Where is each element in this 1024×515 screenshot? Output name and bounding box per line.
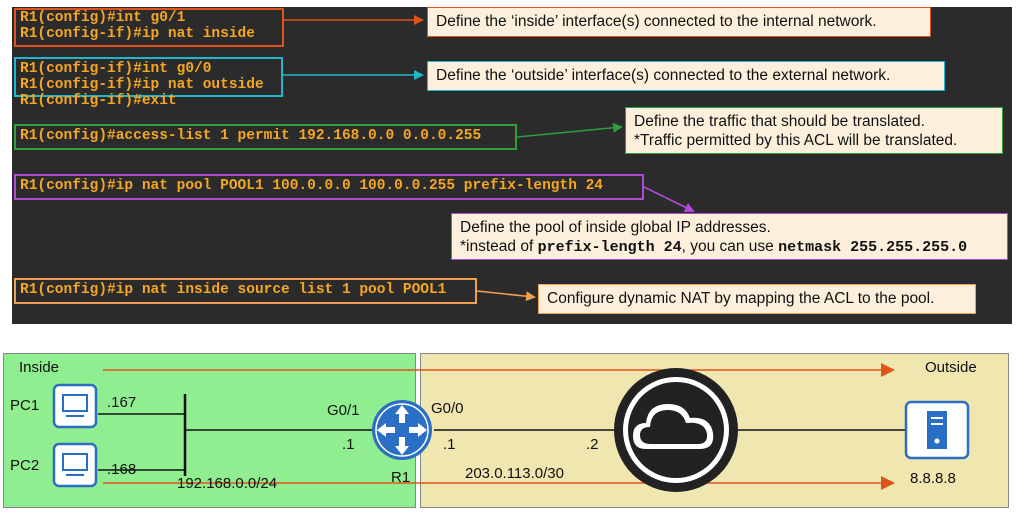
note-acl-line1: Define the traffic that should be transl… (634, 113, 925, 130)
cmd-int-g01: R1(config)#int g0/1 (20, 10, 186, 26)
note-pool-code-prefix: prefix-length 24 (537, 239, 682, 256)
server-ip: 8.8.8.8 (910, 470, 956, 487)
pc2-label: PC2 (10, 457, 40, 474)
pc-icon (52, 383, 98, 429)
arrow-map (476, 290, 536, 302)
note-pool-line2: *instead of prefix-length 24, you can us… (460, 237, 999, 257)
note-acl: Define the traffic that should be transl… (625, 107, 1003, 154)
cmd-ip-nat-inside: R1(config-if)#ip nat inside (20, 26, 255, 42)
outside-label: Outside (925, 359, 977, 376)
note-pool-code-netmask: netmask 255.255.255.0 (778, 239, 968, 256)
cloud-icon (614, 368, 738, 492)
cmd-int-g00: R1(config-if)#int g0/0 (20, 61, 212, 77)
cmd-exit: R1(config-if)#exit (20, 93, 177, 109)
pc2-ip: .168 (107, 461, 137, 478)
pool-cmd-box (14, 174, 644, 200)
inside-label: Inside (19, 359, 60, 376)
acl-cmd-box (14, 124, 517, 150)
wan-subnet: 203.0.113.0/30 (465, 465, 564, 482)
note-pool-mid: , you can use (681, 238, 779, 255)
pc1-ip: .167 (107, 394, 137, 411)
cmd-access-list: R1(config)#access-list 1 permit 192.168.… (20, 128, 482, 144)
arrow-acl (516, 122, 623, 138)
lan-subnet: 192.168.0.0/24 (177, 475, 278, 492)
cmd-ip-nat-outside: R1(config-if)#ip nat outside (20, 77, 264, 93)
cmd-nat-pool: R1(config)#ip nat pool POOL1 100.0.0.0 1… (20, 178, 603, 194)
isp-ip: .2 (586, 436, 599, 453)
map-cmd-box (14, 278, 477, 304)
pc1-label: PC1 (10, 397, 40, 414)
cmd-nat-inside-source: R1(config)#ip nat inside source list 1 p… (20, 282, 447, 298)
r1-outside-ip: .1 (443, 436, 456, 453)
note-pool-pre: *instead of (460, 238, 538, 255)
arrow-pool (643, 186, 695, 212)
router-icon (372, 400, 432, 460)
g01-label: G0/1 (327, 402, 360, 419)
note-inside-text: Define the ‘inside’ interface(s) connect… (436, 13, 877, 30)
server-icon (904, 400, 970, 460)
note-outside-text: Define the ‘outside’ interface(s) connec… (436, 67, 891, 84)
pc-icon (52, 442, 98, 488)
inside-cmd-box (14, 8, 284, 47)
note-map-text: Configure dynamic NAT by mapping the ACL… (547, 290, 935, 307)
note-pool: Define the pool of inside global IP addr… (451, 213, 1008, 260)
router-label: R1 (391, 469, 411, 486)
note-map: Configure dynamic NAT by mapping the ACL… (538, 284, 976, 314)
g00-label: G0/0 (431, 400, 464, 417)
note-pool-line1: Define the pool of inside global IP addr… (460, 219, 771, 236)
note-outside: Define the ‘outside’ interface(s) connec… (427, 61, 945, 91)
note-acl-line2: *Traffic permitted by this ACL will be t… (634, 132, 958, 149)
note-inside: Define the ‘inside’ interface(s) connect… (427, 7, 931, 37)
cli-terminal (12, 7, 1012, 324)
outside-cmd-box (14, 57, 283, 97)
r1-inside-ip: .1 (342, 436, 355, 453)
